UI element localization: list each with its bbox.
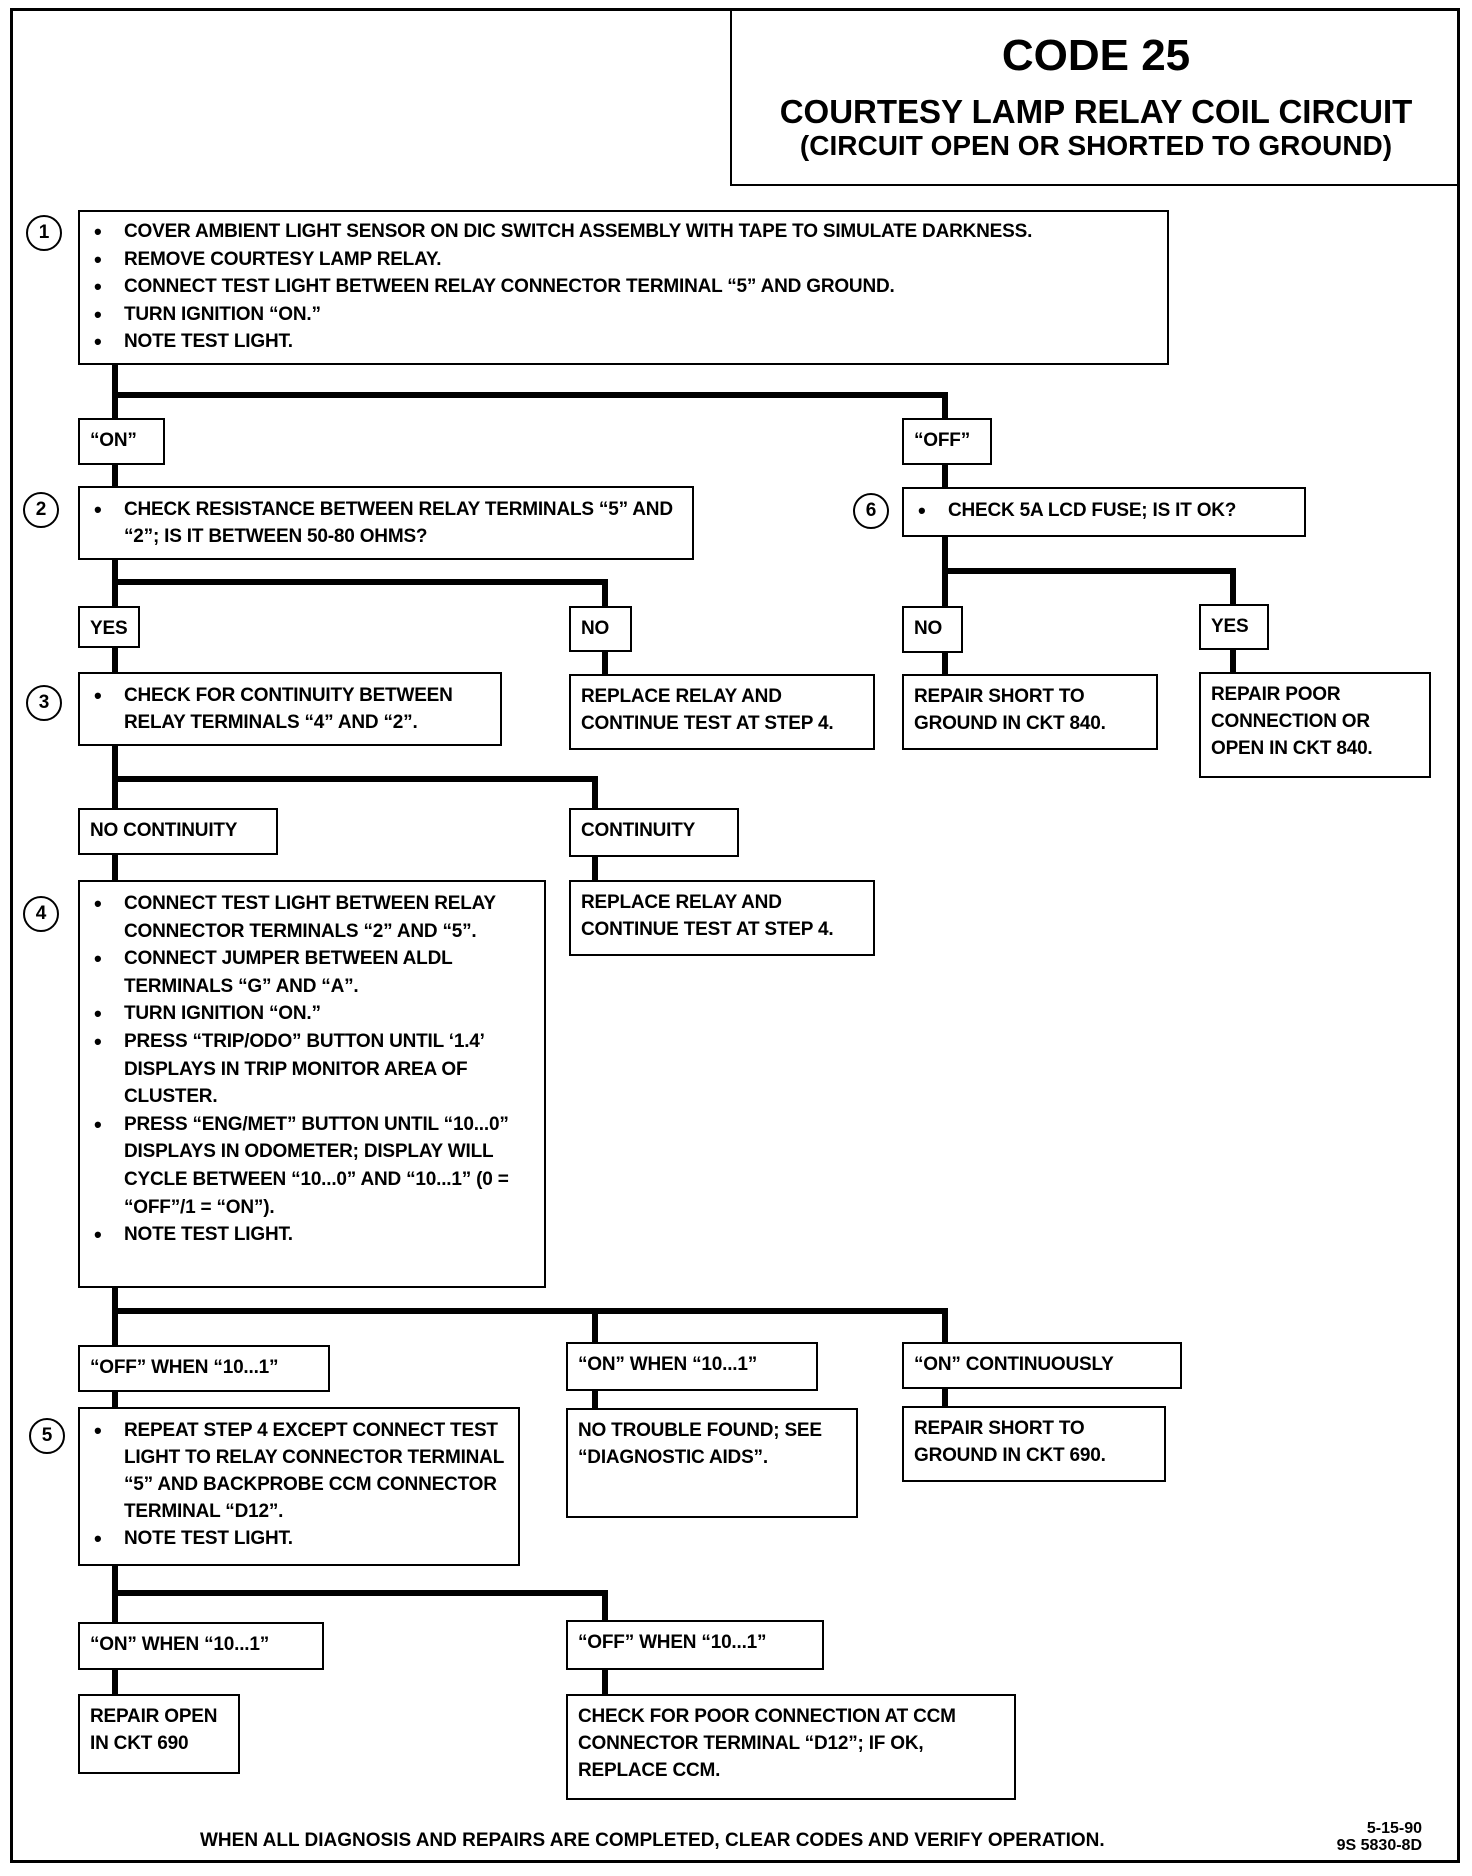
step-bullet: CHECK RESISTANCE BETWEEN RELAY TERMINALS…	[92, 496, 682, 550]
step-bullet: REPEAT STEP 4 EXCEPT CONNECT TEST LIGHT …	[92, 1417, 508, 1525]
label-step1-on: “ON”	[78, 418, 165, 465]
step-5-box: REPEAT STEP 4 EXCEPT CONNECT TEST LIGHT …	[78, 1407, 520, 1566]
label-step5-on-when: “ON” WHEN “10...1”	[78, 1622, 324, 1670]
result-step2-no: REPLACE RELAY AND CONTINUE TEST AT STEP …	[569, 674, 875, 750]
label-step3-continuity: CONTINUITY	[569, 808, 739, 857]
result-step5-off-when: CHECK FOR POOR CONNECTION AT CCM CONNECT…	[566, 1694, 1016, 1800]
step-number-2: 2	[23, 492, 59, 528]
step-bullet: CHECK 5A LCD FUSE; IS IT OK?	[916, 497, 1294, 524]
result-step4-on-continuously: REPAIR SHORT TO GROUND IN CKT 690.	[902, 1406, 1166, 1482]
document-id: 9S 5830-8D	[1336, 1837, 1422, 1854]
step-number-4: 4	[23, 896, 59, 932]
result-step6-yes: REPAIR POOR CONNECTION OR OPEN IN CKT 84…	[1199, 672, 1431, 778]
result-step3-continuity: REPLACE RELAY AND CONTINUE TEST AT STEP …	[569, 880, 875, 956]
step-bullet: COVER AMBIENT LIGHT SENSOR ON DIC SWITCH…	[92, 218, 1157, 246]
step-number-6: 6	[853, 493, 889, 529]
step-bullet: TURN IGNITION “ON.”	[92, 301, 1157, 329]
label-step6-yes: YES	[1199, 604, 1269, 650]
step-bullet: NOTE TEST LIGHT.	[92, 1525, 508, 1552]
step-2-box: CHECK RESISTANCE BETWEEN RELAY TERMINALS…	[78, 486, 694, 560]
step-bullet: CHECK FOR CONTINUITY BETWEEN RELAY TERMI…	[92, 682, 490, 736]
label-step2-yes: YES	[78, 606, 140, 648]
title-subtitle: (CIRCUIT OPEN OR SHORTED TO GROUND)	[799, 130, 1393, 161]
step-bullet: TURN IGNITION “ON.”	[92, 1000, 534, 1028]
step-bullet: REMOVE COURTESY LAMP RELAY.	[92, 246, 1157, 274]
step-6-bullets: CHECK 5A LCD FUSE; IS IT OK?	[904, 489, 1304, 532]
label-step3-no-continuity: NO CONTINUITY	[78, 808, 278, 855]
label-step5-off-when: “OFF” WHEN “10...1”	[566, 1620, 824, 1670]
label-step4-on-when: “ON” WHEN “10...1”	[566, 1342, 818, 1391]
step-1-bullets: COVER AMBIENT LIGHT SENSOR ON DIC SWITCH…	[80, 212, 1167, 364]
title-block: CODE 25 COURTESY LAMP RELAY COIL CIRCUIT…	[730, 10, 1460, 186]
label-step2-no: NO	[569, 606, 632, 652]
revision-date: 5-15-90	[1366, 1820, 1422, 1837]
document-id-block: 5-15-90 9S 5830-8D	[1337, 1820, 1422, 1854]
page-frame	[10, 8, 1460, 1863]
step-1-box: COVER AMBIENT LIGHT SENSOR ON DIC SWITCH…	[78, 210, 1169, 365]
step-5-bullets: REPEAT STEP 4 EXCEPT CONNECT TEST LIGHT …	[80, 1409, 518, 1560]
label-step6-no: NO	[902, 606, 963, 653]
step-3-bullets: CHECK FOR CONTINUITY BETWEEN RELAY TERMI…	[80, 674, 500, 744]
step-2-bullets: CHECK RESISTANCE BETWEEN RELAY TERMINALS…	[80, 488, 692, 558]
title-main: COURTESY LAMP RELAY COIL CIRCUIT	[779, 93, 1413, 130]
step-bullet: NOTE TEST LIGHT.	[92, 328, 1157, 356]
step-3-box: CHECK FOR CONTINUITY BETWEEN RELAY TERMI…	[78, 672, 502, 746]
step-bullet: CONNECT TEST LIGHT BETWEEN RELAY CONNECT…	[92, 890, 534, 945]
step-bullet: PRESS “ENG/MET” BUTTON UNTIL “10...0” DI…	[92, 1111, 534, 1221]
label-step1-off: “OFF”	[902, 418, 992, 465]
result-step4-on-when: NO TROUBLE FOUND; SEE “DIAGNOSTIC AIDS”.	[566, 1408, 858, 1518]
label-step4-off-when: “OFF” WHEN “10...1”	[78, 1345, 330, 1392]
step-4-bullets: CONNECT TEST LIGHT BETWEEN RELAY CONNECT…	[80, 882, 544, 1257]
footer-note: WHEN ALL DIAGNOSIS AND REPAIRS ARE COMPL…	[200, 1830, 1105, 1851]
label-step4-on-continuously: “ON” CONTINUOUSLY	[902, 1342, 1182, 1389]
step-bullet: CONNECT TEST LIGHT BETWEEN RELAY CONNECT…	[92, 273, 1157, 301]
result-step5-on-when: REPAIR OPEN IN CKT 690	[78, 1694, 240, 1774]
step-4-box: CONNECT TEST LIGHT BETWEEN RELAY CONNECT…	[78, 880, 546, 1288]
step-6-box: CHECK 5A LCD FUSE; IS IT OK?	[902, 487, 1306, 537]
step-number-1: 1	[26, 215, 62, 251]
title-code: CODE 25	[1001, 31, 1191, 80]
step-number-3: 3	[26, 685, 62, 721]
step-bullet: CONNECT JUMPER BETWEEN ALDL TERMINALS “G…	[92, 945, 534, 1000]
step-bullet: PRESS “TRIP/ODO” BUTTON UNTIL ‘1.4’ DISP…	[92, 1028, 534, 1111]
step-bullet: NOTE TEST LIGHT.	[92, 1221, 534, 1249]
step-number-5: 5	[29, 1418, 65, 1454]
result-step6-no: REPAIR SHORT TO GROUND IN CKT 840.	[902, 674, 1158, 750]
